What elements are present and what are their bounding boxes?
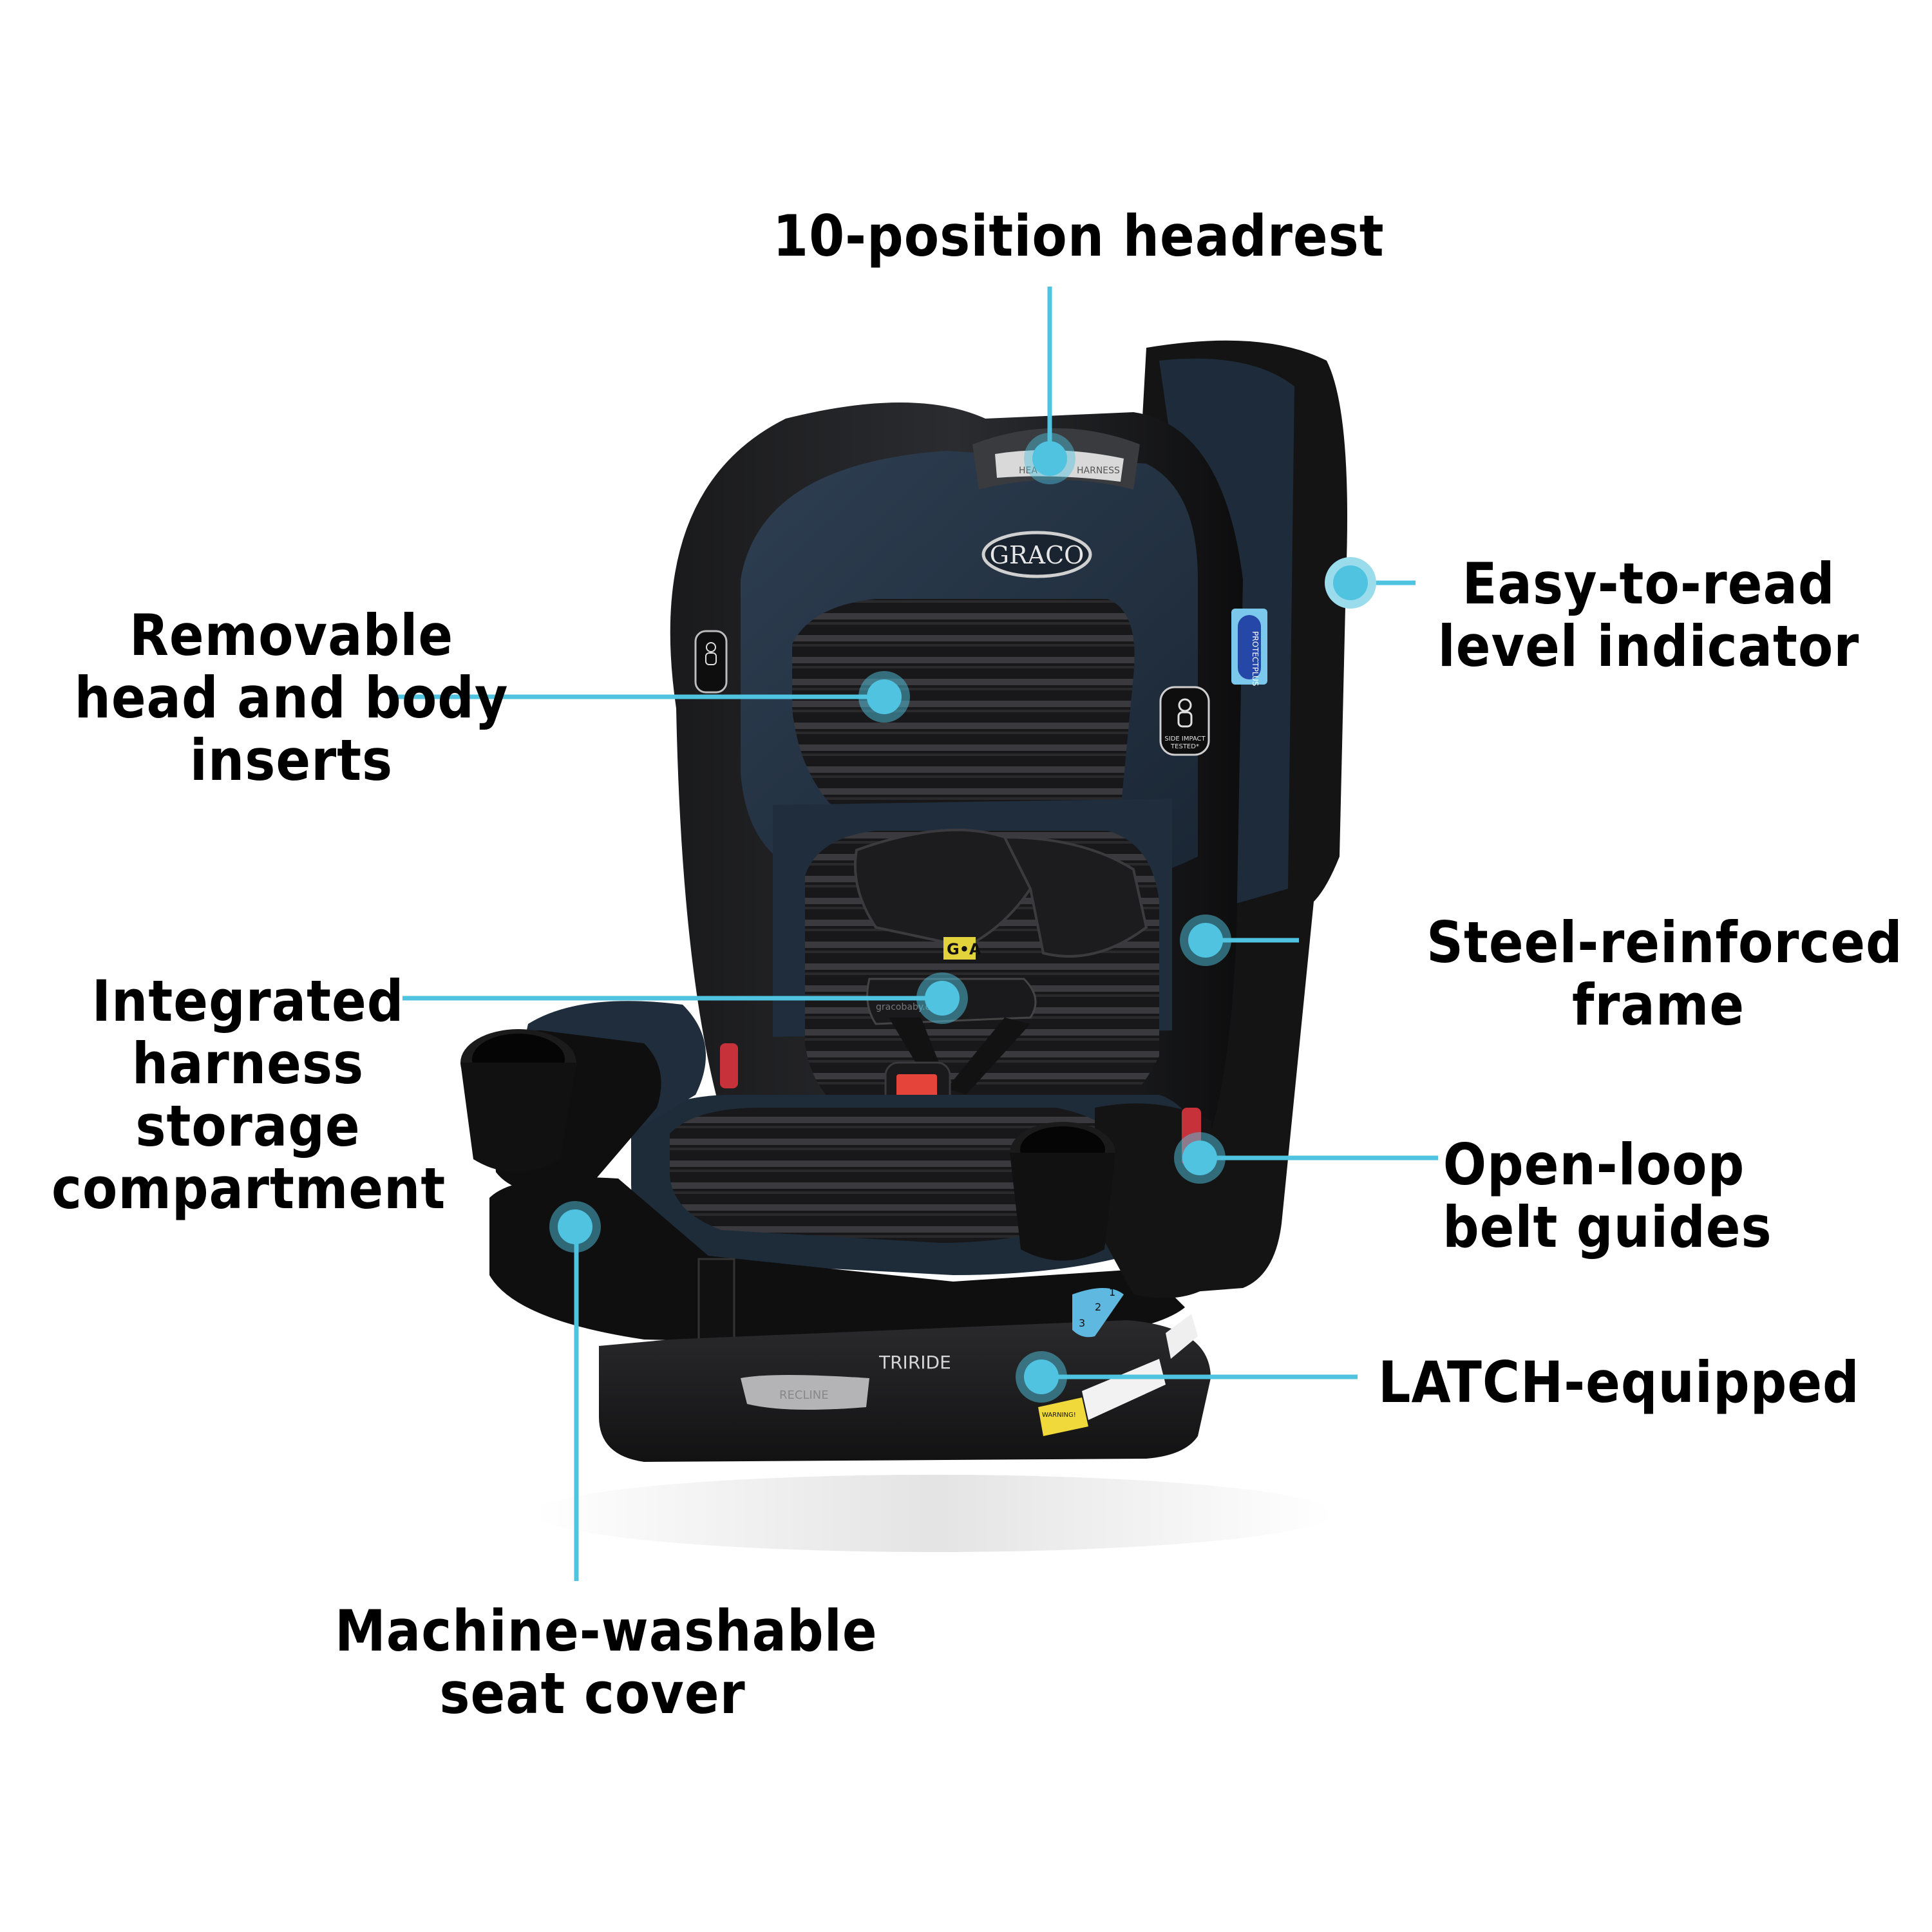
svg-text:WARNING!: WARNING! xyxy=(1042,1412,1076,1419)
label-headrest: 10-position headrest xyxy=(773,203,1385,269)
label-harness-storage: Integrated harness storage compartment xyxy=(52,968,446,1222)
svg-text:G•A: G•A xyxy=(947,940,981,958)
label-washable-cover: Machine-washable seat cover xyxy=(335,1598,878,1727)
headrest-tag-text-left: HEA xyxy=(1019,466,1037,476)
svg-text:2: 2 xyxy=(1095,1301,1101,1313)
svg-text:1: 1 xyxy=(1109,1286,1115,1298)
headrest-tag-text-right: HARNESS xyxy=(1077,466,1120,476)
chest-clip: gracobaby.com xyxy=(866,978,1037,1025)
svg-text:gracobaby.com: gracobaby.com xyxy=(876,1002,944,1012)
model-name: TRIRIDE xyxy=(878,1352,951,1373)
label-steel-frame: Steel-reinforced frame xyxy=(1426,909,1903,1038)
svg-text:TESTED*: TESTED* xyxy=(1170,743,1199,750)
graco-logo: GRACO xyxy=(981,531,1092,578)
label-level-indicator: Easy-to-read level indicator xyxy=(1437,551,1860,679)
label-inserts-text: Removable head and body inserts xyxy=(74,602,509,793)
side-impact-badge-right: SIDE IMPACT TESTED* xyxy=(1159,686,1210,756)
svg-text:GRACO: GRACO xyxy=(990,541,1084,569)
svg-text:SIDE IMPACT: SIDE IMPACT xyxy=(1164,735,1206,743)
recline-handle: RECLINE xyxy=(741,1375,869,1410)
side-impact-badge-left xyxy=(694,630,728,694)
label-belt-guides: Open-loop belt guides xyxy=(1443,1132,1772,1260)
protectplus-tag: PROTECTPLUS xyxy=(1231,609,1267,686)
cup-holder-right xyxy=(1010,1122,1115,1261)
svg-text:PROTECTPLUS: PROTECTPLUS xyxy=(1251,631,1260,686)
cup-holder-left xyxy=(460,1029,576,1172)
svg-text:RECLINE: RECLINE xyxy=(779,1388,829,1402)
svg-text:3: 3 xyxy=(1079,1317,1085,1329)
label-latch: LATCH-equipped xyxy=(1378,1349,1860,1416)
